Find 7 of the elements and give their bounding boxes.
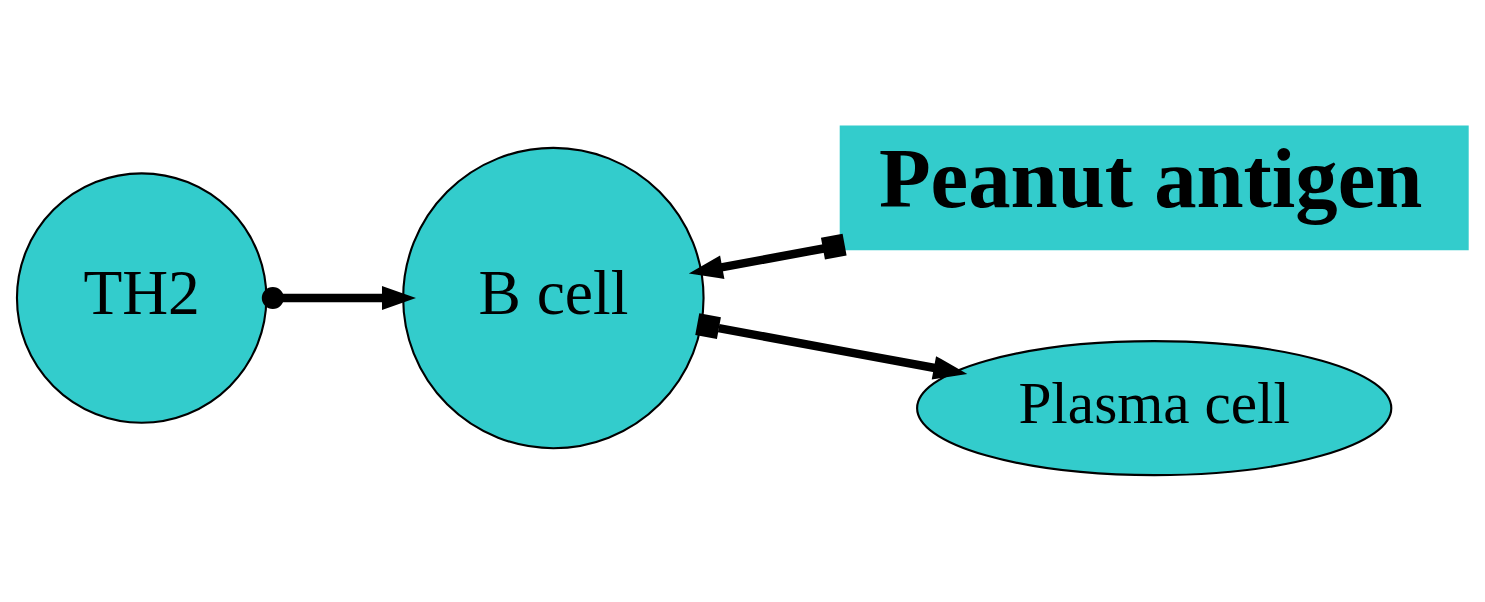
arrow — [688, 233, 847, 279]
node-circle: B cell — [402, 146, 705, 450]
node-box: Peanut antigen — [839, 125, 1469, 251]
node-circle: TH2 — [15, 172, 268, 424]
arrow — [261, 286, 416, 310]
arrow — [695, 313, 968, 380]
node-ellipse: Plasma cell — [916, 340, 1393, 477]
